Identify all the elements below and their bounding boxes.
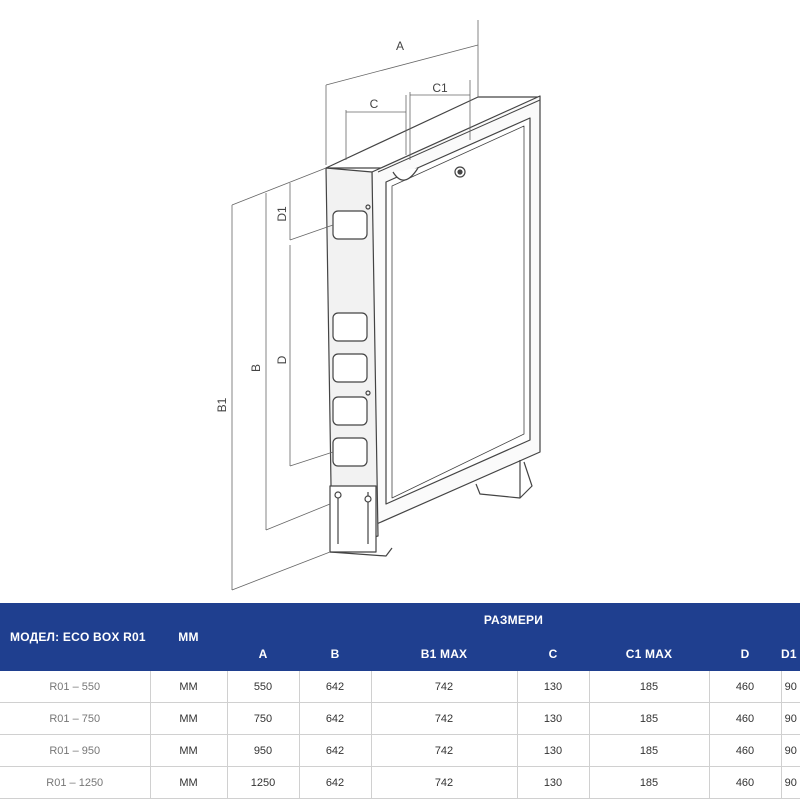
dim-label-d1: D1 xyxy=(275,206,289,222)
column-header: B xyxy=(299,637,371,671)
table-row: R01 – 550 ММ 550 642 742 130 185 460 90 xyxy=(0,671,800,703)
column-header: C xyxy=(517,637,589,671)
model-cell: R01 – 550 xyxy=(0,671,151,703)
value-cell-c1: 185 xyxy=(589,671,710,703)
value-cell-c: 130 xyxy=(517,671,590,703)
value-cell-a: 550 xyxy=(227,671,300,703)
dimensions-group-header: РАЗМЕРИ xyxy=(227,603,800,637)
value-cell-b: 642 xyxy=(299,671,372,703)
table-row: R01 – 750 ММ 750 642 742 130 185 460 90 xyxy=(0,702,800,735)
value-cell-c1: 185 xyxy=(589,734,710,767)
dim-label-b1: B1 xyxy=(215,397,229,412)
value-cell-b1: 742 xyxy=(371,671,518,703)
dim-label-d: D xyxy=(275,355,289,364)
unit-cell: ММ xyxy=(150,734,228,767)
dimensions-table: МОДЕЛ: ECO BOX R01 ММ РАЗМЕРИ A B B1 MAX… xyxy=(0,603,800,799)
box-door xyxy=(385,117,531,505)
model-header: МОДЕЛ: ECO BOX R01 xyxy=(0,603,150,671)
side-opening-3 xyxy=(332,353,368,383)
value-cell-d: 460 xyxy=(709,702,782,735)
unit-header: ММ xyxy=(150,603,227,671)
value-cell-d1: 90 xyxy=(781,702,800,735)
value-cell-a: 750 xyxy=(227,702,300,735)
dim-label-c: C xyxy=(370,97,379,111)
column-header: B1 MAX xyxy=(371,637,517,671)
model-cell: R01 – 1250 xyxy=(0,766,151,799)
model-cell: R01 – 750 xyxy=(0,702,151,735)
value-cell-c1: 185 xyxy=(589,766,710,799)
value-cell-c: 130 xyxy=(517,702,590,735)
model-cell: R01 – 950 xyxy=(0,734,151,767)
side-opening-2 xyxy=(332,312,368,342)
value-cell-d1: 90 xyxy=(781,671,800,703)
value-cell-d: 460 xyxy=(709,766,782,799)
value-cell-c: 130 xyxy=(517,766,590,799)
side-opening-4 xyxy=(332,396,368,426)
column-header: C1 MAX xyxy=(589,637,709,671)
value-cell-a: 1250 xyxy=(227,766,300,799)
value-cell-a: 950 xyxy=(227,734,300,767)
side-opening-5 xyxy=(332,437,368,467)
value-cell-b1: 742 xyxy=(371,734,518,767)
unit-cell: ММ xyxy=(150,671,228,703)
dim-label-b: B xyxy=(249,364,263,372)
value-cell-b1: 742 xyxy=(371,766,518,799)
unit-cell: ММ xyxy=(150,702,228,735)
dim-label-a: A xyxy=(396,39,404,53)
value-cell-b: 642 xyxy=(299,766,372,799)
column-header: D1 xyxy=(781,637,800,671)
value-cell-c1: 185 xyxy=(589,702,710,735)
dim-label-c1: C1 xyxy=(432,81,448,95)
door-notch xyxy=(392,167,419,181)
value-cell-c: 130 xyxy=(517,734,590,767)
value-cell-b: 642 xyxy=(299,702,372,735)
value-cell-d1: 90 xyxy=(781,766,800,799)
value-cell-d: 460 xyxy=(709,671,782,703)
table-row: R01 – 950 ММ 950 642 742 130 185 460 90 xyxy=(0,734,800,767)
technical-drawing: A C C1 B1 B D1 D xyxy=(215,20,541,591)
column-header: A xyxy=(227,637,299,671)
value-cell-d: 460 xyxy=(709,734,782,767)
value-cell-b: 642 xyxy=(299,734,372,767)
table-row: R01 – 1250 ММ 1250 642 742 130 185 460 9… xyxy=(0,766,800,799)
value-cell-b1: 742 xyxy=(371,702,518,735)
value-cell-d1: 90 xyxy=(781,734,800,767)
side-opening-1 xyxy=(332,210,368,240)
unit-cell: ММ xyxy=(150,766,228,799)
column-header: D xyxy=(709,637,781,671)
